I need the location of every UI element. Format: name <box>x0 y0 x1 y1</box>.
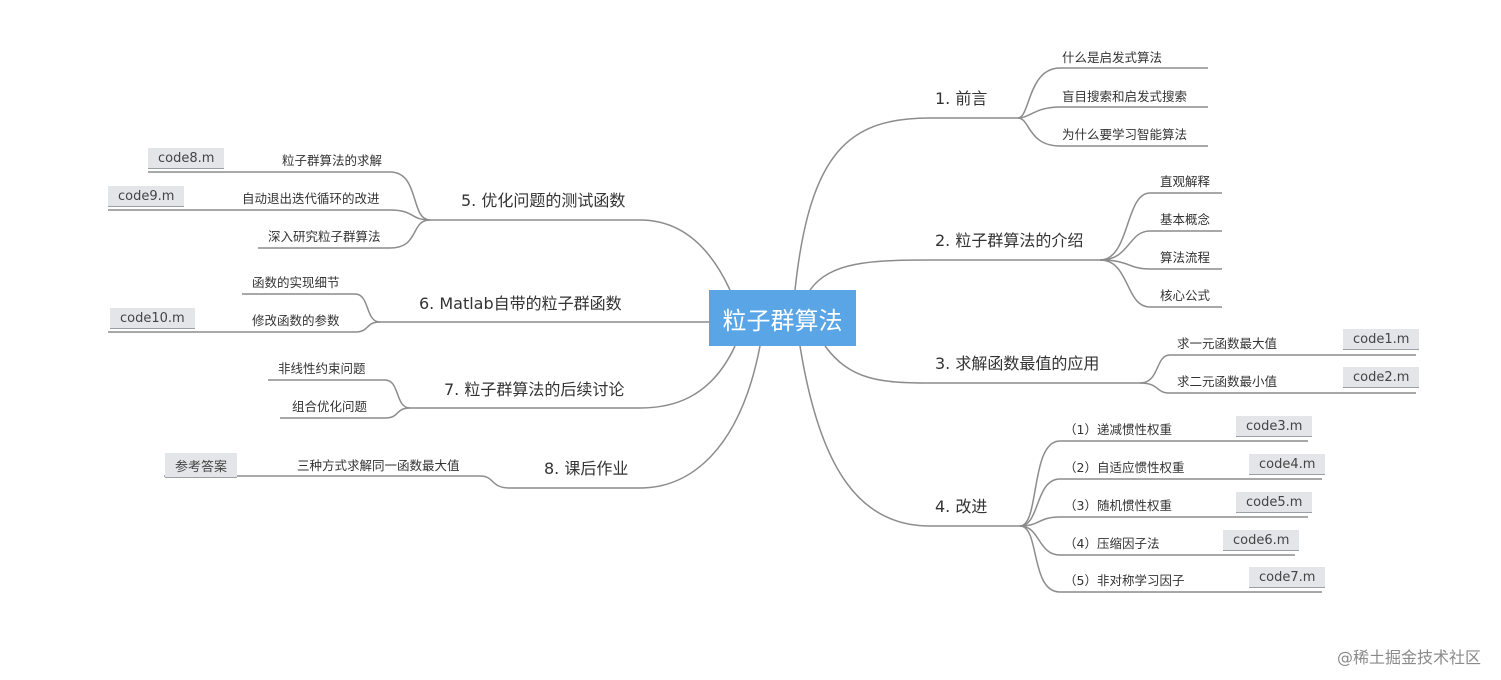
code-tag-code7[interactable]: code7.m <box>1249 567 1326 588</box>
code-tag-code8[interactable]: code8.m <box>148 148 225 169</box>
watermark: @稀土掘金技术社区 <box>1336 648 1481 667</box>
branch-1-item-1[interactable]: 什么是启发式算法 <box>1062 50 1163 65</box>
branch-4-item-2[interactable]: （2）自适应惯性权重 <box>1064 460 1185 475</box>
code-tag-code1[interactable]: code1.m <box>1343 329 1420 350</box>
branch-5-item-3[interactable]: 深入研究粒子群算法 <box>268 229 381 244</box>
branch-2-title[interactable]: 2. 粒子群算法的介绍 <box>935 231 1084 250</box>
branch-8-title[interactable]: 8. 课后作业 <box>544 459 629 478</box>
branch-4-item-4[interactable]: （4）压缩因子法 <box>1064 536 1160 551</box>
branch-3-title[interactable]: 3. 求解函数最值的应用 <box>935 354 1100 373</box>
code-tag-code3[interactable]: code3.m <box>1236 416 1313 437</box>
branch-5-title[interactable]: 5. 优化问题的测试函数 <box>461 191 626 210</box>
branch-4-item-3[interactable]: （3）随机惯性权重 <box>1064 498 1172 513</box>
branch-6-title[interactable]: 6. Matlab自带的粒子群函数 <box>419 294 622 313</box>
connector-root-b7 <box>410 345 736 409</box>
branch-4-item-1[interactable]: （1）递减惯性权重 <box>1064 422 1172 437</box>
branch-4-title[interactable]: 4. 改进 <box>935 497 988 516</box>
branch-1-title[interactable]: 1. 前言 <box>935 89 988 108</box>
answer-tag[interactable]: 参考答案 <box>165 453 238 478</box>
branch-8-item-1[interactable]: 三种方式求解同一函数最大值 <box>297 458 460 473</box>
branch-4-item-5[interactable]: （5）非对称学习因子 <box>1064 573 1185 588</box>
branch-2-item-2[interactable]: 基本概念 <box>1160 212 1211 227</box>
connector-root-b1 <box>794 117 1018 291</box>
code-tag-code9[interactable]: code9.m <box>108 186 185 207</box>
connector-root-b3 <box>824 345 1140 384</box>
connector-root-b5 <box>430 219 731 291</box>
branch-2-item-4[interactable]: 核心公式 <box>1160 288 1211 303</box>
branch-5-item-2[interactable]: 自动退出迭代循环的改进 <box>242 191 380 206</box>
root-topic[interactable]: 粒子群算法 <box>709 290 856 346</box>
branch-5-item-1[interactable]: 粒子群算法的求解 <box>282 153 383 168</box>
branch-3-item-2[interactable]: 求二元函数最小值 <box>1177 374 1278 389</box>
code-tag-code2[interactable]: code2.m <box>1343 367 1420 388</box>
branch-1-item-3[interactable]: 为什么要学习智能算法 <box>1062 127 1188 142</box>
branch-6-item-1[interactable]: 函数的实现细节 <box>252 275 340 290</box>
code-tag-code4[interactable]: code4.m <box>1249 454 1326 475</box>
connector-root-b8 <box>510 345 761 489</box>
branch-7-item-2[interactable]: 组合优化问题 <box>292 399 368 414</box>
code-tag-code6[interactable]: code6.m <box>1223 530 1300 551</box>
branch-2-item-3[interactable]: 算法流程 <box>1160 250 1211 265</box>
branch-7-item-1[interactable]: 非线性约束问题 <box>278 361 366 376</box>
branch-6-item-2[interactable]: 修改函数的参数 <box>252 313 340 328</box>
connector-root-b4 <box>799 345 1020 527</box>
branch-1-item-2[interactable]: 盲目搜索和启发式搜索 <box>1062 89 1188 104</box>
branch-3-item-1[interactable]: 求一元函数最大值 <box>1177 336 1278 351</box>
branch-7-title[interactable]: 7. 粒子群算法的后续讨论 <box>444 380 625 399</box>
code-tag-code5[interactable]: code5.m <box>1236 492 1313 513</box>
code-tag-code10[interactable]: code10.m <box>110 308 195 329</box>
connector-root-b2 <box>809 259 1100 291</box>
branch-2-item-1[interactable]: 直观解释 <box>1160 174 1211 189</box>
